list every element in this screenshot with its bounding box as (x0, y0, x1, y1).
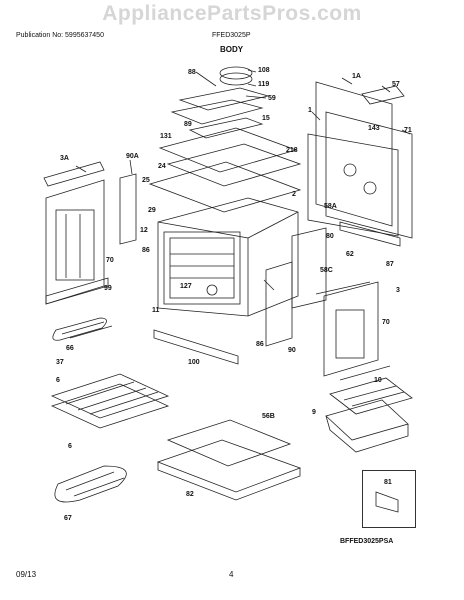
part-label-57: 57 (392, 81, 400, 88)
part-label-70: 70 (106, 257, 114, 264)
part-label-25: 25 (142, 177, 150, 184)
part-label-6: 6 (68, 443, 72, 450)
diagram-code: BFFED3025PSA (340, 538, 394, 545)
part-label-15: 15 (262, 115, 270, 122)
part-label-100: 100 (188, 359, 200, 366)
publication-number: Publication No: 5995637450 (16, 32, 104, 39)
part-label-62: 62 (346, 251, 354, 258)
part-label-71: 71 (404, 127, 412, 134)
part-label-29: 29 (148, 207, 156, 214)
part-label-58C: 58C (320, 267, 333, 274)
side-insulation (265, 261, 293, 347)
broil-element (52, 317, 113, 341)
oven-bottom (156, 419, 302, 501)
part-label-37: 37 (56, 359, 64, 366)
broil-pan (325, 377, 413, 453)
part-label-9: 9 (312, 409, 316, 416)
section-title: BODY (220, 45, 244, 54)
part-label-59: 59 (268, 95, 276, 102)
part-label-81: 81 (384, 479, 392, 486)
left-side-panel (43, 161, 109, 305)
inset-box (362, 470, 416, 528)
part-label-1: 1 (308, 107, 312, 114)
rear-insulation (291, 227, 327, 309)
part-label-99: 99 (104, 285, 112, 292)
part-label-88: 88 (188, 69, 196, 76)
part-label-66: 66 (66, 345, 74, 352)
front-trim (153, 329, 239, 365)
part-label-3: 3 (396, 287, 400, 294)
part-label-10: 10 (374, 377, 382, 384)
part-label-90: 90 (288, 347, 296, 354)
part-label-6: 6 (56, 377, 60, 384)
part-label-80: 80 (326, 233, 334, 240)
bake-element (54, 465, 127, 503)
top-cover-plates (148, 127, 302, 213)
part-label-131: 131 (160, 133, 172, 140)
part-label-12: 12 (140, 227, 148, 234)
part-label-143: 143 (368, 125, 380, 132)
part-label-1A: 1A (352, 73, 361, 80)
part-label-24: 24 (158, 163, 166, 170)
right-side-panels (307, 81, 413, 239)
model-number: FFED3025P (212, 32, 251, 39)
part-label-3A: 3A (60, 155, 69, 162)
oven-cavity (157, 197, 299, 317)
part-label-82: 82 (186, 491, 194, 498)
part-label-56B: 56B (262, 413, 275, 420)
part-label-127: 127 (180, 283, 192, 290)
footer-page-number: 4 (229, 570, 234, 579)
part-label-58A: 58A (324, 203, 337, 210)
part-label-218: 218 (286, 147, 298, 154)
part-label-90A: 90A (126, 153, 139, 160)
right-lower-side-panel (315, 281, 391, 381)
part-label-86: 86 (256, 341, 264, 348)
part-label-89: 89 (184, 121, 192, 128)
part-label-108: 108 (258, 67, 270, 74)
part-label-2: 2 (292, 191, 296, 198)
top-fan-assembly (170, 66, 270, 139)
part-label-70: 70 (382, 319, 390, 326)
part-label-119: 119 (258, 81, 269, 88)
part-label-67: 67 (64, 515, 72, 522)
part-label-11: 11 (152, 307, 160, 314)
footer-date: 09/13 (16, 570, 37, 579)
part-label-87: 87 (386, 261, 394, 268)
watermark: AppliancePartsPros.com (102, 2, 362, 25)
part-label-86: 86 (142, 247, 150, 254)
oven-racks (50, 373, 170, 429)
